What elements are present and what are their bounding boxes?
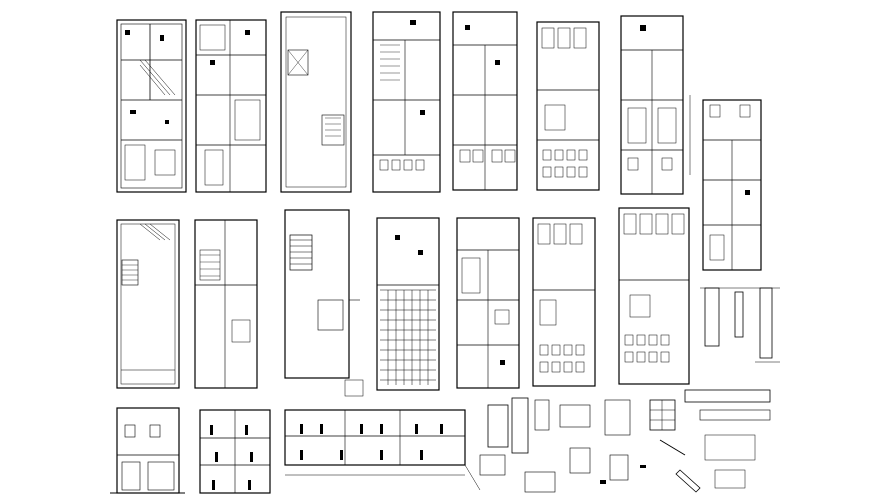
floor-grid [380, 289, 436, 385]
floor-plan-1-8 [702, 99, 762, 271]
floor-plan-2-2 [194, 219, 258, 389]
floor-plan-2-4 [376, 217, 440, 391]
section-b [284, 409, 481, 491]
floor-plan-1-7 [620, 15, 691, 195]
floor-plan-2-6 [532, 217, 596, 387]
floor-plan-1-3 [280, 11, 352, 193]
front-elevation [110, 407, 185, 494]
floor-plan-2-7 [618, 207, 690, 385]
floor-plan-1-2 [195, 19, 267, 193]
floor-plan-1-6 [536, 21, 600, 191]
floor-plan-2-5 [456, 217, 520, 389]
wall-details [700, 287, 780, 363]
detail-cluster [479, 389, 771, 493]
floor-plan-1-5 [452, 11, 518, 191]
section-a [199, 409, 271, 494]
floor-plan-1-1 [116, 19, 187, 193]
floor-plan-1-4 [372, 11, 441, 193]
floor-plan-2-1 [116, 219, 180, 389]
floor-plan-2-3 [284, 209, 364, 397]
